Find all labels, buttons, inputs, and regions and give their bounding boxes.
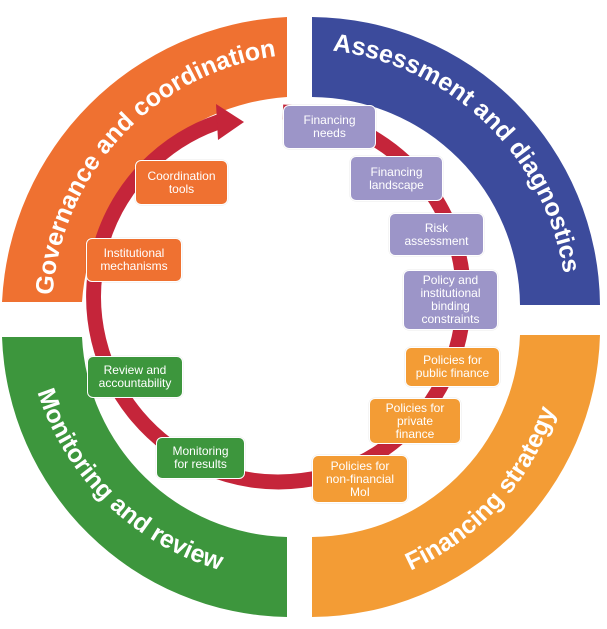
risk-assessment-box: Risk assessment: [389, 213, 484, 256]
policies-public-finance-box: Policies for public finance: [405, 347, 500, 387]
financing-needs-box: Financing needs: [283, 105, 376, 149]
coordination-tools-box: Coordination tools: [135, 160, 228, 205]
policies-private-finance-box: Policies for private finance: [369, 398, 461, 444]
institutional-mechanisms-box: Institutional mechanisms: [86, 238, 182, 282]
policy-constraints-box: Policy and institutional binding constra…: [403, 270, 498, 330]
monitoring-quadrant: [2, 337, 287, 617]
review-accountability-box: Review and accountability: [87, 356, 183, 398]
financing-landscape-box: Financing landscape: [350, 156, 443, 201]
arrow-icon: [216, 104, 244, 140]
strategy-quadrant: [312, 335, 600, 617]
assessment-quadrant: [312, 17, 600, 305]
policies-non-financial-moi-box: Policies for non-financial MoI: [312, 455, 408, 503]
monitoring-for-results-box: Monitoring for results: [156, 437, 245, 479]
